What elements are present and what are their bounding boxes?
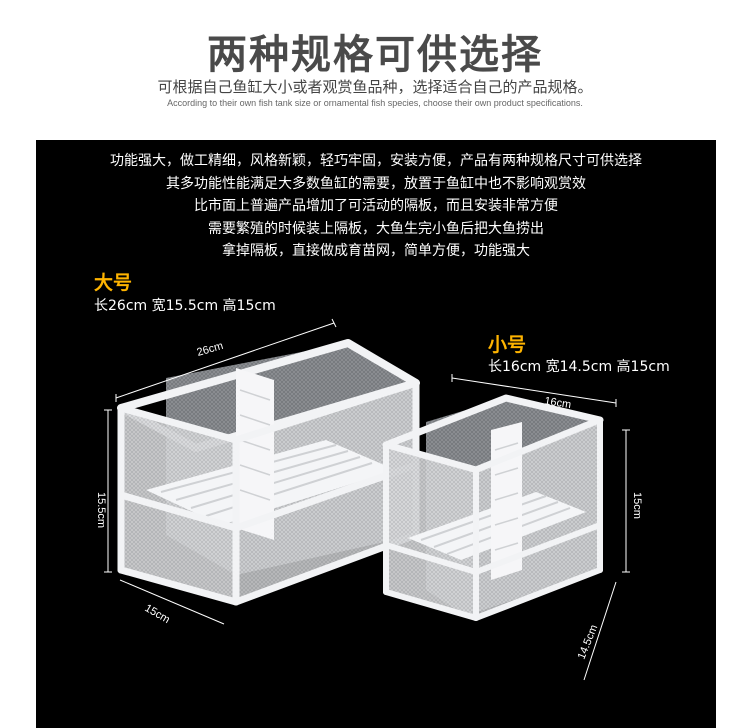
- header: 两种规格可供选择 可根据自己鱼缸大小或者观赏鱼品种，选择适合自己的产品规格。 A…: [0, 0, 750, 140]
- subtitle-cn: 可根据自己鱼缸大小或者观赏鱼品种，选择适合自己的产品规格。: [157, 78, 593, 96]
- description-line: 拿掉隔板，直接做成育苗网，简单方便，功能强大: [222, 243, 530, 259]
- large-size-label: 大号: [94, 272, 133, 294]
- page-title: 两种规格可供选择: [207, 32, 543, 78]
- large-size-dims: 长26cm 宽15.5cm 高15cm: [94, 298, 276, 314]
- subtitle-en: According to their own fish tank size or…: [167, 98, 583, 108]
- small-size-dims: 长16cm 宽14.5cm 高15cm: [488, 359, 670, 375]
- measure-large-height: 15.5cm: [95, 492, 107, 528]
- measure-large-width: 15cm: [143, 602, 172, 626]
- small-size-label: 小号: [488, 334, 527, 356]
- small-breeding-box: [382, 394, 604, 621]
- product-panel: 功能强大，做工精细，风格新颖，轻巧牢固，安装方便，产品有两种规格尺寸可供选择 其…: [36, 140, 716, 728]
- description-line: 功能强大，做工精细，风格新颖，轻巧牢固，安装方便，产品有两种规格尺寸可供选择: [110, 153, 642, 169]
- product-illustration: 26cm 15.5cm 15cm 16cm 15cm 14.5cm: [95, 318, 643, 681]
- large-breeding-box: [117, 339, 420, 606]
- measure-small-height: 15cm: [631, 492, 643, 519]
- measure-small-length: 16cm: [544, 395, 572, 411]
- measure-lines: [104, 318, 630, 681]
- description-line: 其多功能性能满足大多数鱼缸的需要，放置于鱼缸中也不影响观赏效: [166, 175, 586, 192]
- description-line: 比市面上普遍产品增加了可活动的隔板，而且安装非常方便: [194, 198, 558, 214]
- description: 功能强大，做工精细，风格新颖，轻巧牢固，安装方便，产品有两种规格尺寸可供选择 其…: [36, 150, 716, 263]
- measure-large-length: 26cm: [196, 340, 225, 359]
- description-line: 需要繁殖的时候装上隔板，大鱼生完小鱼后把大鱼捞出: [208, 220, 544, 237]
